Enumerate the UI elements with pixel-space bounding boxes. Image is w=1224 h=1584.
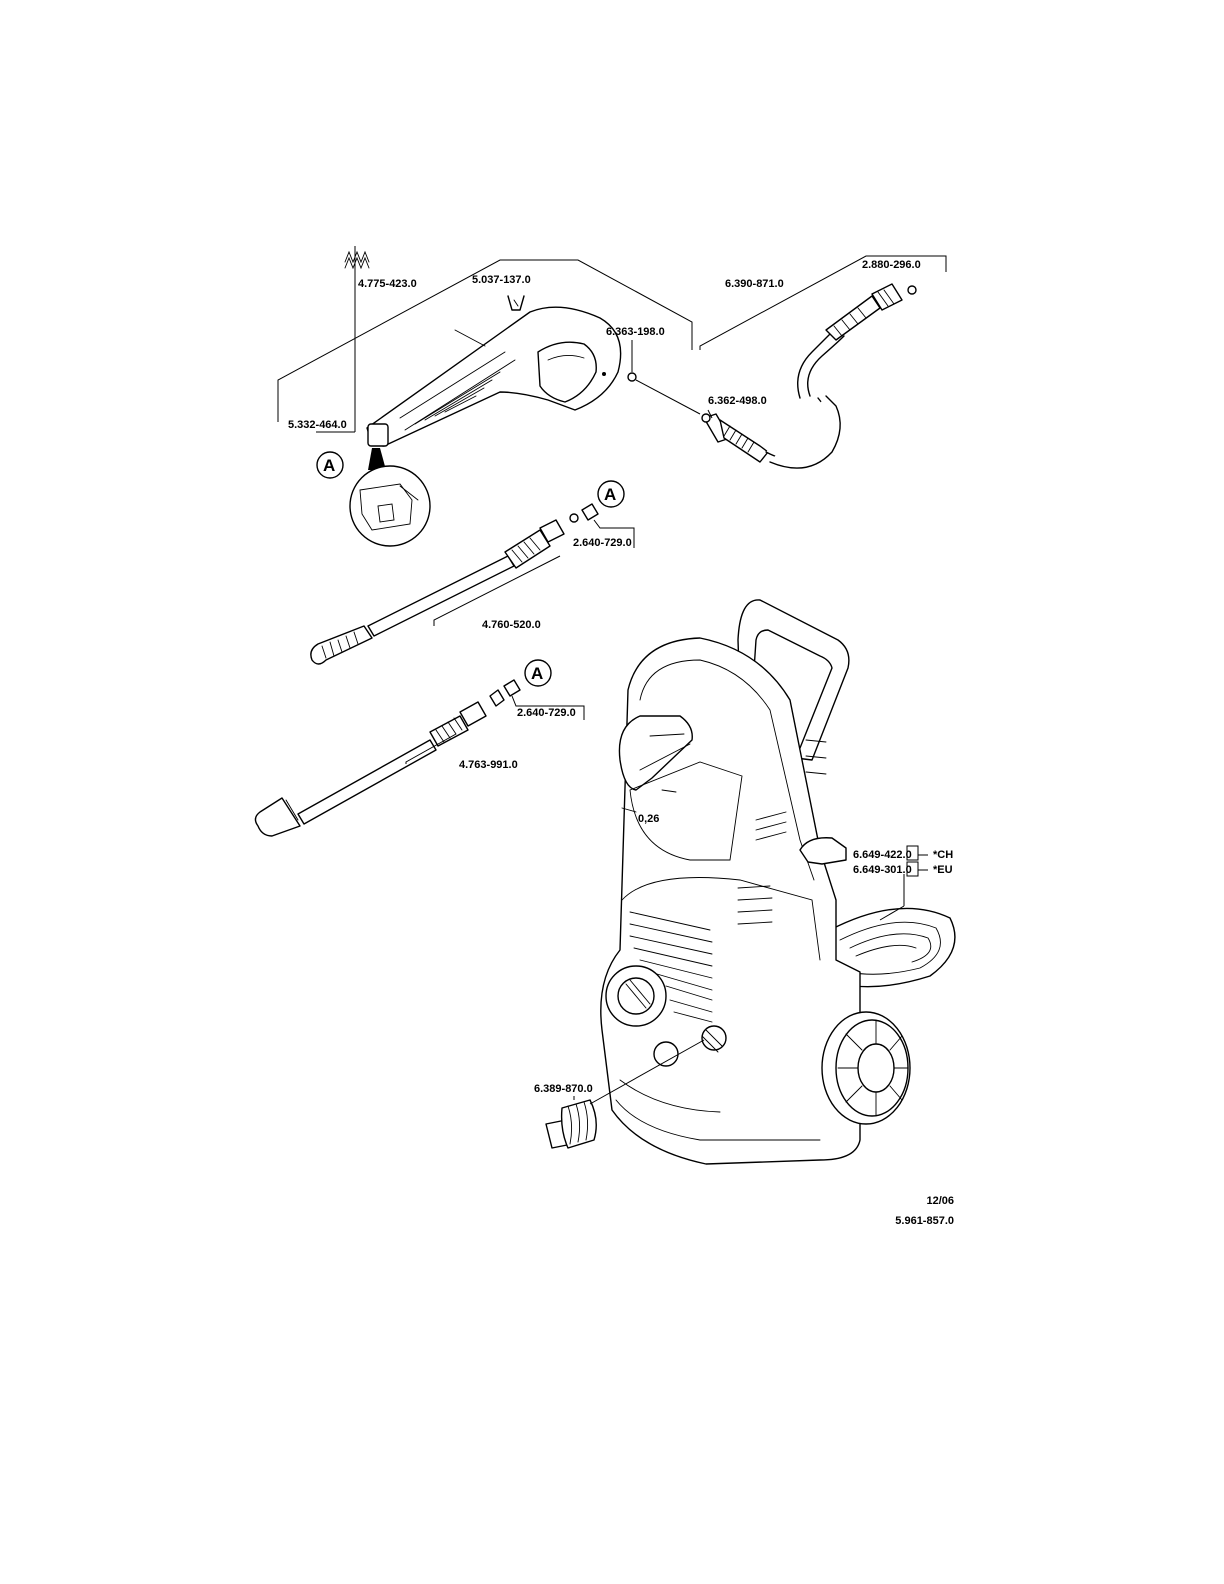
label-lance-upper: 4.760-520.0 bbox=[482, 619, 541, 631]
callout-a-upper: A bbox=[597, 480, 625, 508]
label-spring: 5.332-464.0 bbox=[288, 419, 347, 431]
hose-drawing bbox=[703, 283, 917, 469]
label-trigger-gun: 4.775-423.0 bbox=[358, 278, 417, 290]
label-cable-eu-suffix: *EU bbox=[933, 864, 953, 876]
footer-date: 12/06 bbox=[926, 1195, 954, 1207]
lance-lower-drawing bbox=[254, 679, 521, 837]
detail-view-a bbox=[349, 448, 431, 547]
nozzle-kit-lower-leader bbox=[511, 695, 585, 720]
gun-group-bracket bbox=[277, 259, 693, 422]
label-cable-ch-suffix: *CH bbox=[933, 849, 953, 861]
lance-lower-bracket bbox=[405, 733, 457, 764]
label-nozzle-kit-upper: 2.640-729.0 bbox=[573, 537, 632, 549]
cable-leader bbox=[879, 845, 928, 921]
label-lance-lower: 4.763-991.0 bbox=[459, 759, 518, 771]
label-cable-ch: 6.649-422.0 bbox=[853, 849, 912, 861]
label-nozzle-kit-lower: 2.640-729.0 bbox=[517, 707, 576, 719]
footer-doc-number: 5.961-857.0 bbox=[895, 1215, 954, 1227]
callout-a-lower: A bbox=[524, 659, 552, 687]
clip-drawing bbox=[507, 295, 525, 311]
lance-upper-bracket bbox=[433, 555, 561, 626]
trigger-gun-drawing bbox=[366, 306, 622, 447]
label-water-inlet: 6.389-870.0 bbox=[534, 1083, 593, 1095]
water-inlet-drawing bbox=[545, 1039, 705, 1149]
oring-gun-drawing bbox=[627, 340, 701, 415]
svg-text:A: A bbox=[323, 456, 335, 475]
spring-drawing bbox=[316, 246, 370, 433]
pressure-washer-body: 0,26 bbox=[600, 599, 956, 1165]
label-cable-eu: 6.649-301.0 bbox=[853, 864, 912, 876]
lance-upper-drawing bbox=[310, 503, 599, 665]
callout-a-spring: A bbox=[316, 451, 344, 479]
label-oring-gun: 6.363-198.0 bbox=[606, 326, 665, 338]
label-clip: 5.037-137.0 bbox=[472, 274, 531, 286]
hose-group-bracket bbox=[699, 255, 947, 350]
label-hose: 6.390-871.0 bbox=[725, 278, 784, 290]
machine-label: 0,26 bbox=[638, 813, 659, 825]
label-oring-hose: 6.362-498.0 bbox=[708, 395, 767, 407]
nozzle-kit-upper-leader bbox=[593, 519, 635, 548]
svg-text:A: A bbox=[604, 485, 616, 504]
svg-text:A: A bbox=[531, 664, 543, 683]
oring-hose-drawing bbox=[701, 413, 711, 423]
label-hose-seal: 2.880-296.0 bbox=[862, 259, 921, 271]
